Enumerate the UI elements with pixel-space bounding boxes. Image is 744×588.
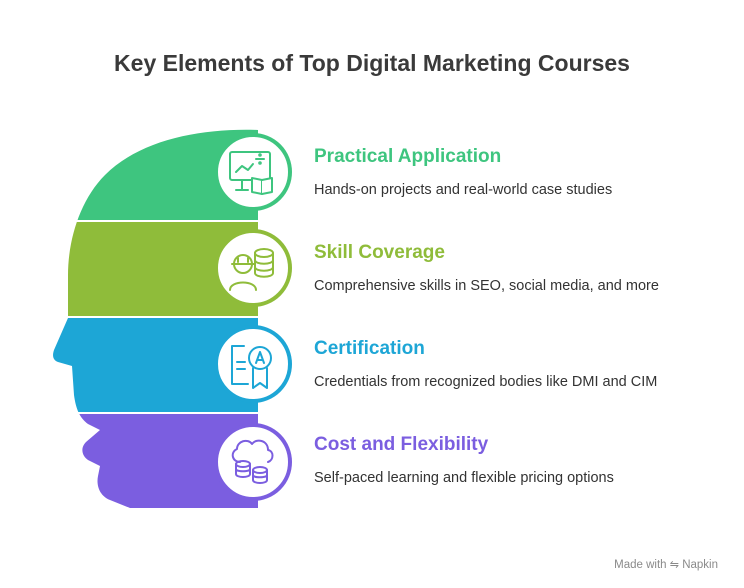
presentation-board-book-icon [229,151,273,195]
item-certification: Certification Credentials from recognize… [314,338,657,390]
item-description: Hands-on projects and real-world case st… [314,182,613,198]
certificate-icon [231,345,272,389]
circle-certification [214,325,292,403]
cloud-coins-icon [231,439,274,484]
item-title: Practical Application [314,146,502,167]
worker-database-icon [229,248,274,291]
made-with-footer[interactable]: Made with ⇋ Napkin [614,558,718,571]
item-practical-application: Practical Application Hands-on projects … [314,146,612,198]
item-cost-flexibility: Cost and Flexibility Self-paced learning… [314,434,614,486]
item-title: Skill Coverage [314,242,445,263]
circle-cost [214,423,292,501]
item-skill-coverage: Skill Coverage Comprehensive skills in S… [314,242,659,294]
item-title: Cost and Flexibility [314,434,489,455]
item-description: Credentials from recognized bodies like … [314,374,658,390]
item-description: Self-paced learning and flexible pricing… [314,470,614,486]
circle-skill [214,229,292,307]
brand-label: Napkin [682,559,718,571]
napkin-logo-icon: ⇋ [669,559,679,571]
made-with-label: Made with [614,559,667,571]
item-title: Certification [314,338,425,359]
circle-practical [214,133,292,211]
item-description: Comprehensive skills in SEO, social medi… [314,278,659,294]
page-title: Key Elements of Top Digital Marketing Co… [114,50,630,76]
